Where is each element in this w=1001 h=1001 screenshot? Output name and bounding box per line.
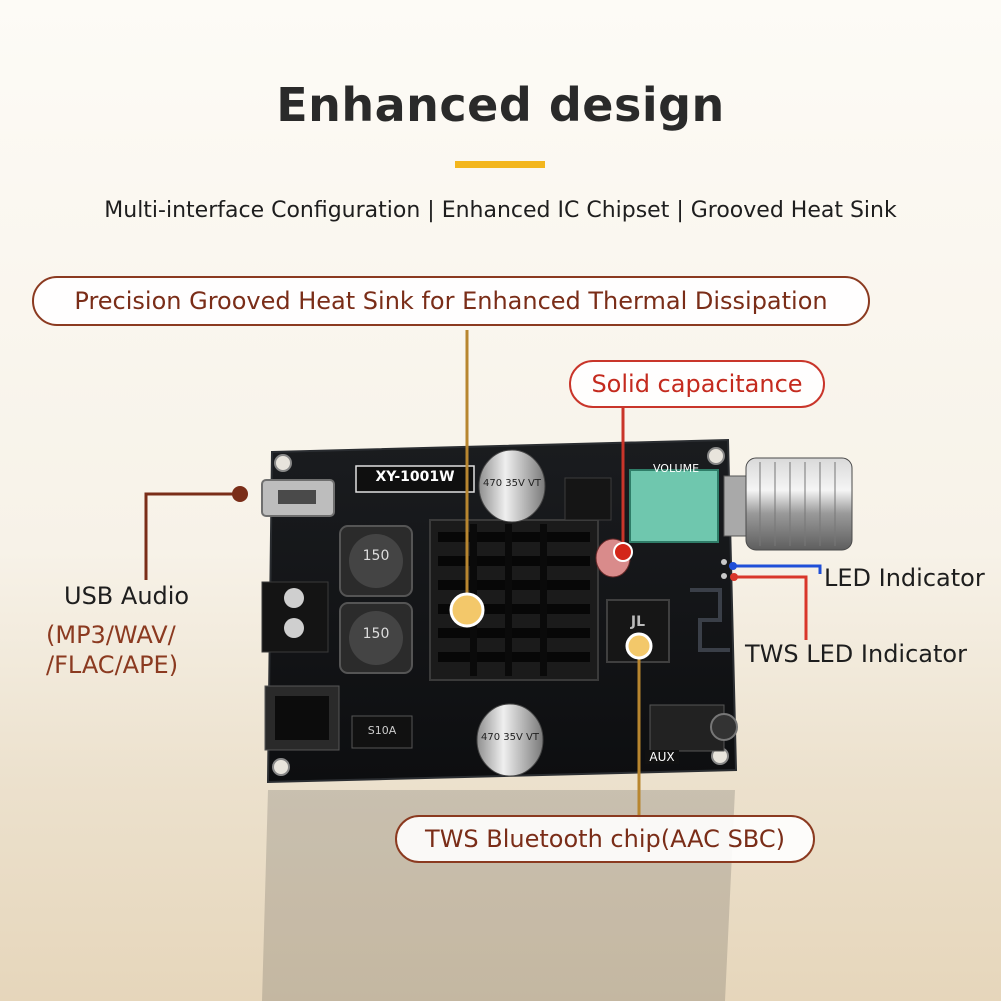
model-text: XY-1001W	[375, 469, 455, 485]
bluetooth-chip-callout: TWS Bluetooth chip(AAC SBC)	[395, 815, 815, 863]
usb-formats-line-1: (MP3/WAV/	[46, 621, 176, 649]
heat-sink-callout: Precision Grooved Heat Sink for Enhanced…	[32, 276, 870, 326]
aux-text: AUX	[645, 750, 679, 764]
potentiometer	[629, 469, 719, 543]
capacitor-top-text: 470 35V VT	[483, 478, 541, 489]
inductor-text-1: 150	[362, 548, 390, 564]
heat-sink-marker	[449, 592, 485, 628]
voltage-regulator	[564, 477, 612, 521]
chip-marker	[625, 632, 653, 660]
model-label	[355, 465, 475, 493]
capacitor-bottom-text: 470 35V VT	[481, 732, 539, 743]
diode	[351, 715, 413, 749]
diode-text: S10A	[367, 724, 397, 737]
capacitor-marker	[613, 542, 633, 562]
usb-audio-label: USB Audio	[64, 582, 190, 610]
capacitor-top	[478, 449, 546, 523]
page-title: Enhanced design	[276, 78, 725, 132]
page-subtitle: Multi-interface Configuration | Enhanced…	[104, 198, 897, 223]
antenna-trace	[690, 588, 730, 652]
volume-text: VOLUME	[652, 462, 700, 475]
inductor-text-2: 150	[362, 626, 390, 642]
led-indicator-label: LED Indicator	[824, 564, 985, 592]
capacitor-bottom	[476, 703, 544, 777]
capacitance-callout: Solid capacitance	[569, 360, 825, 408]
tws-led-indicator-label: TWS LED Indicator	[745, 640, 967, 668]
title-accent-bar	[455, 161, 545, 168]
volume-knob	[745, 457, 853, 551]
usb-formats-line-2: /FLAC/APE)	[46, 651, 179, 679]
chip-logo: JL	[630, 614, 646, 630]
